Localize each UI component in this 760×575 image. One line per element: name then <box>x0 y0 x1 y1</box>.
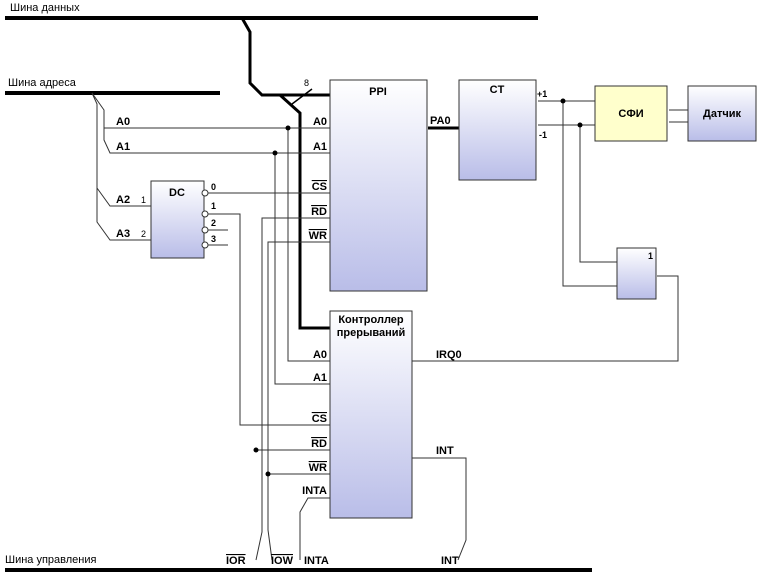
decoder-output-3: 3 <box>211 234 216 244</box>
or-gate-title: 1 <box>648 251 653 261</box>
counter-wires <box>538 100 688 287</box>
ppi-pin-wr: WR <box>309 230 327 242</box>
decoder-output-2: 2 <box>211 218 216 228</box>
control-wires <box>255 217 679 561</box>
interrupt-controller-title-1: Контроллер <box>338 314 404 326</box>
ppi-block: PPI A0 A1 CS RD WR PA0 <box>309 79 451 292</box>
interrupt-controller-title-2: прерываний <box>337 327 406 339</box>
control-label-int: INT <box>441 555 459 567</box>
decoder-output-1: 1 <box>211 201 216 211</box>
pic-pin-int: INT <box>436 445 454 457</box>
junction-dot <box>285 125 291 131</box>
counter-output-plus1: +1 <box>537 89 547 99</box>
interrupt-controller-block: Контроллер прерываний A0 A1 CS RD WR INT… <box>302 310 462 519</box>
sensor-block: Датчик <box>687 85 757 142</box>
ppi-pin-a1: A1 <box>313 141 327 153</box>
sensor-title: Датчик <box>703 108 741 120</box>
control-bus-label: Шина управления <box>5 554 97 566</box>
data-bus-tap <box>240 17 330 330</box>
decoder-input-1: 1 <box>141 195 146 205</box>
inversion-bubble <box>201 189 209 197</box>
inversion-bubble <box>201 210 209 218</box>
address-bus: Шина адреса <box>5 77 220 95</box>
pic-pin-cs: CS <box>312 413 327 425</box>
decoder-output-0: 0 <box>211 182 216 192</box>
junction-dot <box>560 98 566 104</box>
control-label-iow: IOW <box>271 555 294 567</box>
ppi-pin-cs: CS <box>312 181 327 193</box>
address-wires <box>91 92 330 385</box>
counter-title: CT <box>490 84 505 96</box>
data-bus-label: Шина данных <box>10 2 80 14</box>
ppi-pin-a0: A0 <box>313 116 327 128</box>
ppi-title: PPI <box>369 86 387 98</box>
or-gate-block: 1 <box>616 247 657 300</box>
address-label-a3: A3 <box>116 228 130 240</box>
decoder-title: DC <box>169 187 185 199</box>
pic-pin-rd: RD <box>311 438 327 450</box>
control-label-inta: INTA <box>304 555 329 567</box>
control-bus: Шина управления <box>5 554 592 572</box>
sfi-title: СФИ <box>618 108 643 120</box>
ppi-pin-rd: RD <box>311 206 327 218</box>
junction-dot <box>265 471 271 477</box>
dc-output-wires <box>208 192 330 426</box>
junction-dot <box>253 447 259 453</box>
pic-pin-a0: A0 <box>313 349 327 361</box>
decoder-input-2: 2 <box>141 229 146 239</box>
junction-dot <box>272 150 278 156</box>
pic-pin-inta: INTA <box>302 485 327 497</box>
counter-output-minus1: -1 <box>539 130 547 140</box>
counter-block: CT +1 -1 <box>458 79 547 181</box>
pic-pin-wr: WR <box>309 462 327 474</box>
junction-dot <box>577 122 583 128</box>
inversion-bubble <box>201 226 209 234</box>
address-bus-label: Шина адреса <box>8 77 77 89</box>
address-label-a1: A1 <box>116 141 130 153</box>
data-bus: Шина данных <box>5 2 538 20</box>
address-label-a2: A2 <box>116 194 130 206</box>
bus-width-label: 8 <box>304 78 309 88</box>
sfi-block: СФИ <box>594 85 668 142</box>
control-label-ior: IOR <box>226 555 246 567</box>
inversion-bubble <box>201 241 209 249</box>
pic-pin-irq0: IRQ0 <box>436 349 462 361</box>
ppi-pin-pa0: PA0 <box>430 115 451 127</box>
address-label-a0: A0 <box>116 116 130 128</box>
pic-pin-a1: A1 <box>313 372 327 384</box>
decoder-block: DC 1 2 0 1 2 3 <box>141 180 216 259</box>
